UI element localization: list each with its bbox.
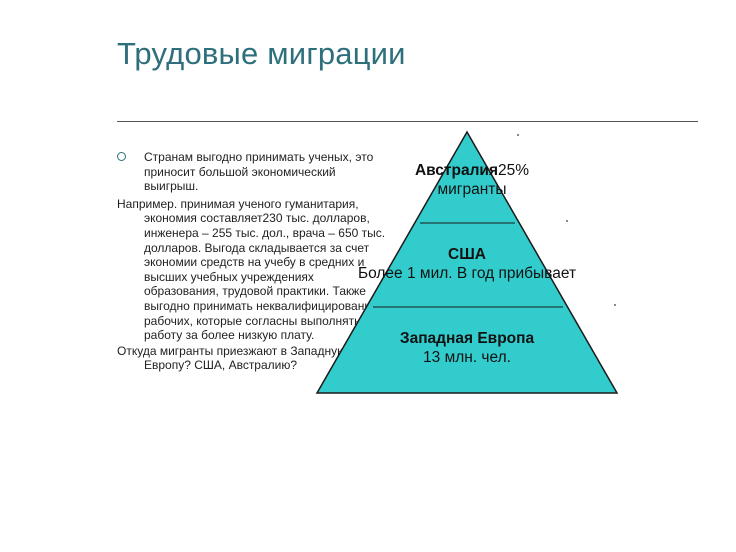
- bullet-item: Странам выгодно принимать ученых, это пр…: [117, 150, 392, 194]
- paragraph-text: Например. принимая ученого гуманитария, …: [117, 196, 386, 343]
- tier-australia-value: 25%: [498, 162, 530, 179]
- title-divider: [117, 121, 698, 122]
- tier-europe-label: Западная Европа 13 млн. чел.: [367, 329, 567, 367]
- tier-australia-label: Австралия25% мигранты: [372, 161, 572, 199]
- paragraph: Откуда мигранты приезжают в Западную Евр…: [117, 344, 392, 373]
- tier-australia-note: мигранты: [437, 181, 507, 198]
- tier-europe-note: 13 млн. чел.: [423, 349, 511, 366]
- bullet-text: Странам выгодно принимать ученых, это пр…: [144, 150, 374, 194]
- tier-australia-name: Австралия: [414, 162, 499, 179]
- marker-dot: [614, 304, 616, 306]
- bullet-circle-icon: [117, 152, 126, 161]
- slide-title: Трудовые миграции: [117, 36, 406, 71]
- body-text: Странам выгодно принимать ученых, это пр…: [117, 150, 392, 374]
- paragraph: Например. принимая ученого гуманитария, …: [117, 197, 392, 343]
- paragraph-text: Откуда мигранты приезжают в Западную Евр…: [117, 343, 347, 373]
- marker-dot: [566, 220, 568, 222]
- marker-dot: [517, 134, 519, 136]
- tier-usa-name: США: [448, 246, 486, 263]
- tier-europe-name: Западная Европа: [399, 330, 535, 347]
